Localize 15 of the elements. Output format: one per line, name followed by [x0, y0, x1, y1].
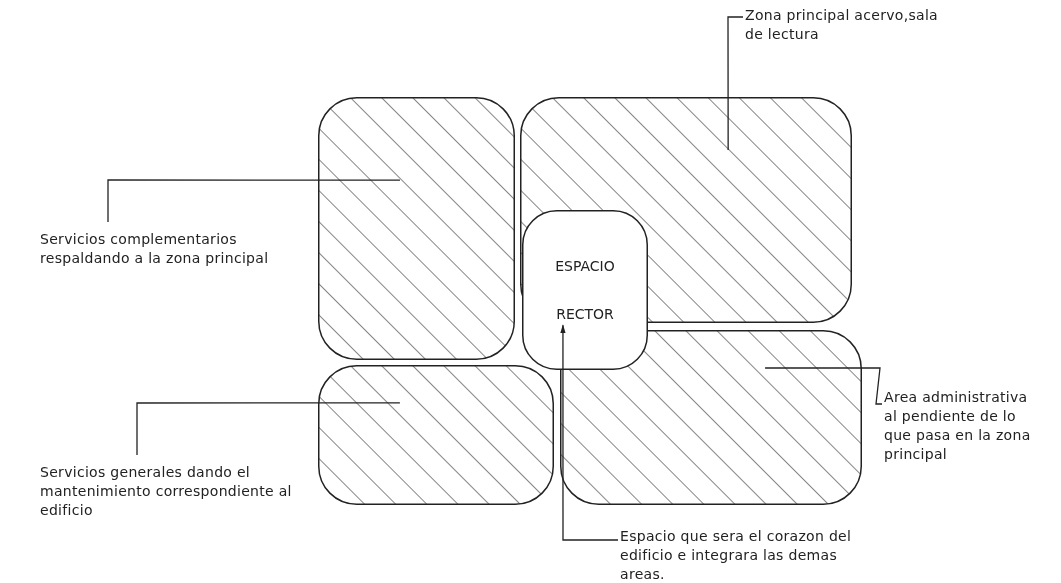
callout-text: Zona principal acervo,sala de lectura	[745, 6, 945, 44]
leader-line	[107, 179, 401, 223]
callout-text: Espacio que sera el corazon del edificio e integrara las demas areas.	[620, 527, 870, 583]
hatched-zone	[318, 97, 515, 360]
callout-text: Servicios complementarios respaldando a la zona principal	[40, 230, 275, 268]
callout-text: Area administrativa al pendiente de lo que pasa en la zona principal	[884, 388, 1039, 464]
leader-line	[727, 16, 744, 151]
hatched-zone	[560, 330, 862, 505]
hatched-zone	[318, 365, 554, 505]
callout-text: Servicios generales dando el mantenimiento correspondiente al edificio	[40, 463, 302, 520]
leader-line	[764, 367, 883, 405]
central-space-bubble	[522, 210, 648, 370]
leader-line	[136, 402, 401, 456]
space-label: ESPACIO RECTOR	[554, 257, 616, 324]
leader-arrow	[560, 324, 619, 541]
